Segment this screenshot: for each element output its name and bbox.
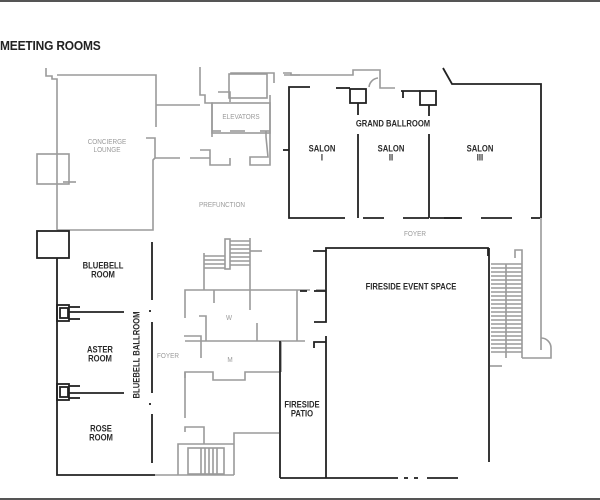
restrooms-walls [155, 238, 325, 476]
concierge-lounge-label: CONCIERGE LOUNGE [88, 138, 127, 154]
bluebell-ballroom-walls [36, 230, 155, 476]
aster-room-line1: ASTER [87, 344, 113, 355]
rose-room-line2: ROOM [89, 433, 113, 443]
salon-2-line2: II [388, 153, 394, 163]
restroom-m-label: M [227, 355, 233, 365]
concierge-lounge-line1: CONCIERGE [87, 137, 127, 147]
salon-2-label: SALON II [377, 143, 405, 164]
salon-3-line2: III [476, 153, 484, 163]
bluebell-ballroom-label: BLUEBELL BALLROOM [131, 311, 142, 399]
foyer-top-label: FOYER [404, 229, 426, 239]
salon-3-line1: SALON [466, 143, 494, 154]
foyer-left-label: FOYER [157, 351, 179, 361]
bluebell-room-line2: ROOM [91, 270, 115, 280]
page-title: MEETING ROOMS [0, 38, 101, 53]
elevators-label: ELEVATORS [222, 112, 260, 122]
bluebell-room-line1: BLUEBELL [82, 260, 124, 271]
grand-ballroom-label: GRAND BALLROOM [355, 118, 431, 129]
salon-1-line1: SALON [308, 143, 336, 154]
salon-3-label: SALON III [466, 143, 494, 164]
rose-room-label: ROSE ROOM [89, 423, 113, 444]
elevators-walls [199, 67, 300, 166]
grand-ballroom-walls [283, 67, 542, 245]
fireside-patio-line1: FIRESIDE [284, 399, 320, 410]
fireside-event-space-label: FIRESIDE EVENT SPACE [365, 281, 457, 292]
restroom-w-label: W [225, 313, 233, 323]
bottom-frame-line [0, 498, 600, 500]
concierge-lounge-walls [36, 68, 210, 231]
fireside-walls [279, 247, 490, 479]
right-stairs [490, 245, 552, 367]
concierge-lounge-line2: LOUNGE [93, 145, 121, 154]
rose-room-line1: ROSE [90, 423, 112, 434]
prefunction-label: PREFUNCTION [198, 200, 246, 210]
salon-1-line2: I [320, 153, 324, 163]
fireside-patio-line2: PATIO [290, 409, 314, 419]
aster-room-label: ASTER ROOM [87, 344, 113, 365]
aster-room-line2: ROOM [88, 354, 112, 364]
salon-2-line1: SALON [377, 143, 405, 154]
salon-1-label: SALON I [308, 143, 336, 164]
fireside-patio-label: FIRESIDE PATIO [284, 399, 320, 420]
bluebell-room-label: BLUEBELL ROOM [82, 260, 124, 281]
top-frame-line [0, 0, 600, 2]
